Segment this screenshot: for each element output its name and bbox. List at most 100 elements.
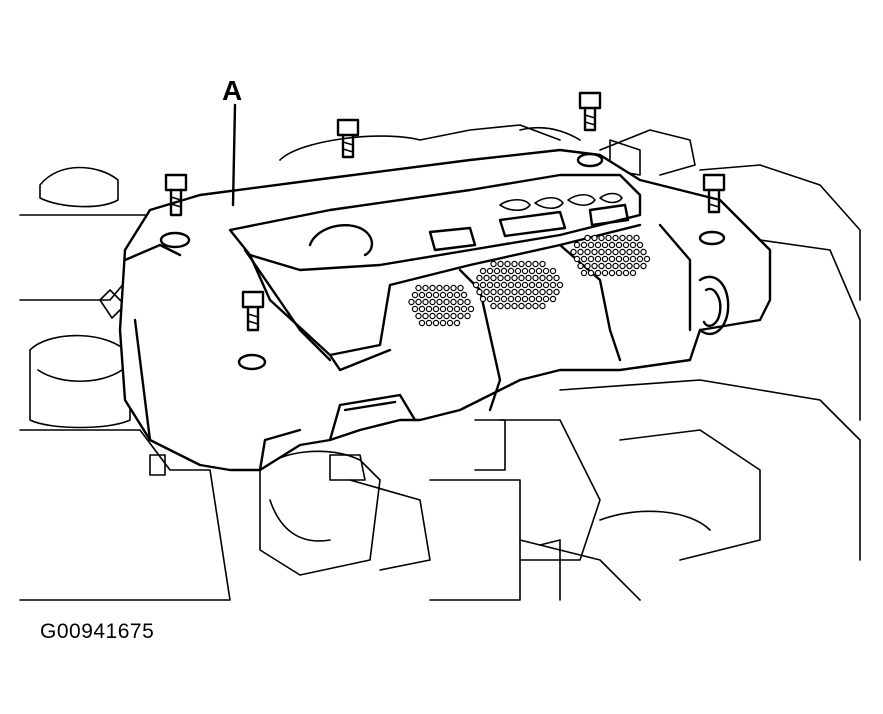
vent-dot <box>418 291 426 299</box>
vent-dot <box>450 284 457 292</box>
vent-dot <box>514 267 522 275</box>
vent-dot <box>521 267 529 275</box>
vent-dot <box>415 298 422 306</box>
vent-dot <box>453 291 461 299</box>
vent-dot <box>504 288 511 296</box>
vent-dot <box>535 281 543 289</box>
vent-dot <box>521 281 529 289</box>
vent-dot <box>532 260 539 268</box>
vent-dot <box>605 234 612 242</box>
vent-dot <box>580 255 588 263</box>
figure-id: G00941675 <box>40 620 155 643</box>
bolt-4 <box>702 173 726 214</box>
vent-dot <box>511 274 518 282</box>
vent-dot <box>622 255 630 263</box>
vent-dot <box>514 281 522 289</box>
vent-dot <box>622 269 630 277</box>
vent-dot <box>591 234 598 242</box>
vent-dot <box>528 281 536 289</box>
vent-dot <box>457 284 464 292</box>
vent-dot <box>446 305 454 313</box>
vent-dot <box>580 241 588 249</box>
vent-dot <box>443 284 450 292</box>
vent-dot <box>619 262 626 270</box>
vent-dot <box>612 234 619 242</box>
vent-dot <box>587 269 595 277</box>
vent-dot <box>443 312 450 320</box>
vent-dot <box>636 255 644 263</box>
vent-dot <box>553 288 560 296</box>
vent-dot <box>490 288 497 296</box>
vent-dot <box>601 255 609 263</box>
vent-dot <box>594 241 602 249</box>
vent-dot <box>570 248 577 256</box>
vent-dot <box>493 281 501 289</box>
vent-dot <box>626 262 633 270</box>
vent-dot <box>507 281 515 289</box>
vent-dot <box>479 295 487 303</box>
bolt-2 <box>336 118 360 159</box>
vent-dot <box>528 295 536 303</box>
callout-label-a: A <box>222 75 242 106</box>
vent-dot <box>608 241 616 249</box>
vent-dot <box>584 262 591 270</box>
vent-dot <box>643 255 651 263</box>
vent-dot <box>587 255 595 263</box>
vent-dot <box>549 267 557 275</box>
vent-dot <box>573 255 581 263</box>
vent-dot <box>432 305 440 313</box>
vent-dot <box>486 267 494 275</box>
vent-dot <box>490 260 497 268</box>
vent-dot <box>584 248 591 256</box>
vent-dot <box>640 262 647 270</box>
vent-dot <box>626 234 633 242</box>
vent-dot <box>601 241 609 249</box>
vent-dot <box>429 284 436 292</box>
vent-dot <box>486 295 494 303</box>
vent-dot <box>418 305 426 313</box>
vent-dot <box>542 295 550 303</box>
vent-dot <box>542 267 550 275</box>
vent-dot <box>479 267 487 275</box>
vent-dot <box>539 288 546 296</box>
vent-dot <box>411 305 419 313</box>
vent-dot <box>497 260 504 268</box>
vent-dot <box>619 234 626 242</box>
vent-dot <box>439 319 447 327</box>
vent-dot <box>460 305 468 313</box>
vent-dot <box>532 302 539 310</box>
bolts <box>164 91 726 332</box>
vent-dot <box>450 298 457 306</box>
vent-dot <box>500 267 508 275</box>
vent-dot <box>573 241 581 249</box>
vent-dot <box>556 281 564 289</box>
bolt-3 <box>578 91 602 132</box>
vent-dot <box>490 274 497 282</box>
vent-dot <box>521 295 529 303</box>
vent-dot <box>594 255 602 263</box>
vent-dot <box>464 312 471 320</box>
vent-dot <box>553 274 560 282</box>
vent-dot <box>504 260 511 268</box>
vent-dot <box>608 269 616 277</box>
vent-dot <box>518 302 525 310</box>
vent-dot <box>511 302 518 310</box>
vent-dot <box>539 302 546 310</box>
vent-dot <box>535 295 543 303</box>
vent-dot <box>615 241 623 249</box>
vent-dot <box>549 295 557 303</box>
vent-dot <box>622 241 630 249</box>
vent-dot <box>535 267 543 275</box>
vent-dot <box>436 298 443 306</box>
vent-dot <box>539 274 546 282</box>
vent-dot <box>549 281 557 289</box>
vent-dot <box>422 298 429 306</box>
vent-dot <box>479 281 487 289</box>
vent-dot <box>422 312 429 320</box>
vent-dot <box>640 248 647 256</box>
vent-dot <box>476 274 483 282</box>
vent-dot <box>525 260 532 268</box>
bolt-1 <box>164 173 188 217</box>
vent-dot <box>493 267 501 275</box>
vent-dot <box>446 291 454 299</box>
